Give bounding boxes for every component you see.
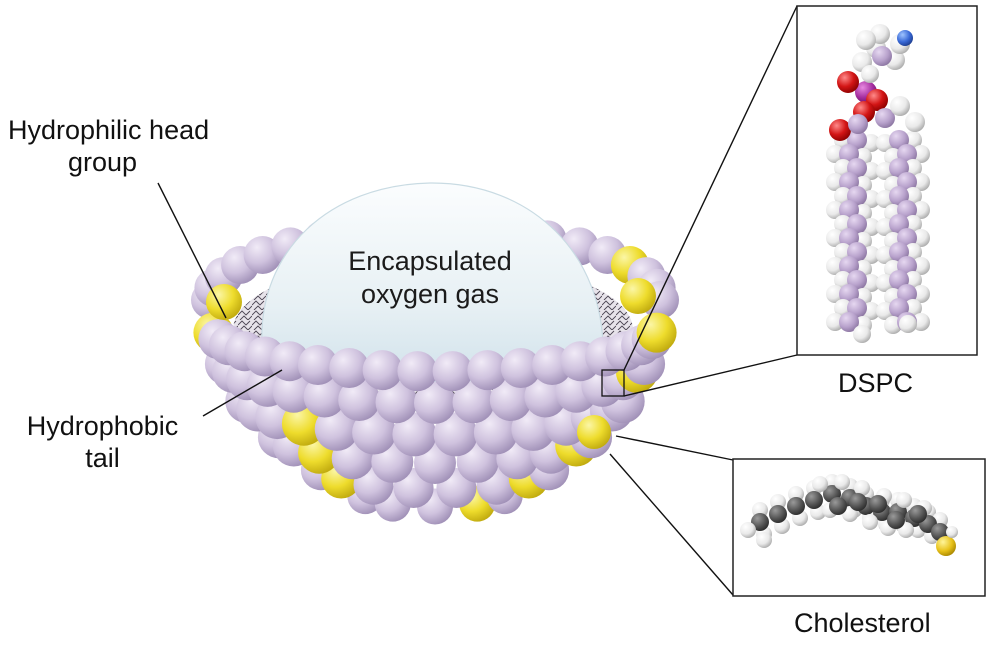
cholesterol-leader-bottom (610, 454, 733, 595)
cholesterol-head (577, 415, 611, 449)
cholesterol-head (637, 313, 677, 353)
oxygen-atom (829, 119, 851, 141)
carbon-atom (787, 497, 805, 515)
hydrogen-atom (756, 532, 772, 548)
cholesterol-head (620, 278, 656, 314)
carbon-atom (829, 497, 847, 515)
carbon-atom (769, 505, 787, 523)
hydroxyl-atom (936, 536, 956, 556)
hydrogen-atom (905, 112, 925, 132)
hydrogen-atom (853, 325, 871, 343)
head-group-label-line2: group (8, 146, 209, 178)
core-label-line2: oxygen gas (320, 278, 540, 311)
hydrogen-atom (946, 526, 958, 538)
carbon-atom (869, 495, 887, 513)
dspc-label: DSPC (838, 368, 913, 399)
hydrogen-atom (890, 96, 910, 116)
oxygen-atom (837, 71, 859, 93)
dspc-leader-top (624, 6, 797, 370)
phospholipid-head (363, 350, 403, 390)
carbon-atom (872, 46, 892, 66)
carbon-atom (849, 493, 867, 511)
head-group-label: Hydrophilic head group (8, 114, 209, 178)
tail-label-line2: tail (10, 442, 195, 474)
core-label: Encapsulated oxygen gas (320, 245, 540, 311)
core-label-line1: Encapsulated (320, 245, 540, 278)
hydrogen-atom (896, 492, 912, 508)
tail-label: Hydrophobic tail (10, 410, 195, 474)
hydrogen-atom (862, 514, 878, 530)
hydrogen-atom (740, 522, 756, 538)
carbon-atom (909, 505, 927, 523)
head-group-label-line1: Hydrophilic head (8, 114, 209, 146)
cholesterol-leader-top (616, 436, 733, 460)
nitrogen-atom (897, 30, 913, 46)
carbon-atom (805, 491, 823, 509)
carbon-atom (887, 511, 905, 529)
carbon-atom (848, 114, 868, 134)
tail-label-line1: Hydrophobic (10, 410, 195, 442)
cholesterol-label: Cholesterol (794, 608, 931, 639)
hydrogen-atom (856, 30, 876, 50)
hydrogen-atom (834, 474, 850, 490)
phospholipid-head (433, 351, 473, 391)
phospholipid-head (397, 351, 437, 391)
hydrogen-atom (812, 476, 828, 492)
hydrogen-atom (899, 315, 917, 333)
hydrogen-atom (861, 65, 879, 83)
